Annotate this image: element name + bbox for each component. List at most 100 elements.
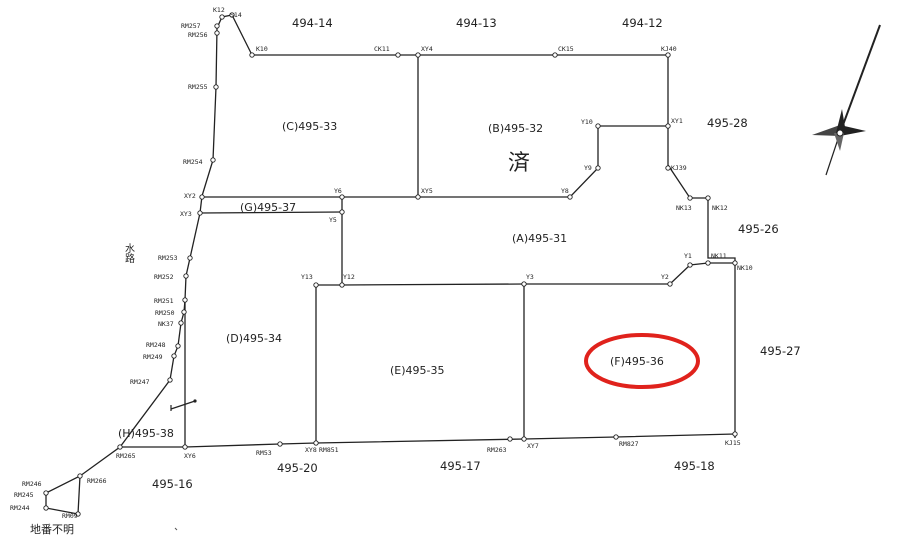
- label-k12: K12: [213, 6, 225, 14]
- point-y10: [595, 123, 601, 129]
- label-s14: S14: [230, 11, 242, 19]
- label-xy1: XY1: [671, 117, 683, 125]
- label-rm09: RM09: [62, 512, 78, 520]
- point-k10: [249, 52, 255, 58]
- point-y3: [521, 281, 527, 287]
- label-ck11: CK11: [374, 45, 390, 53]
- label-kj15: KJ15: [725, 439, 741, 447]
- point-y8: [567, 194, 573, 200]
- label-y5: Y5: [329, 216, 337, 224]
- neighbor-495-18: 495-18: [674, 459, 715, 473]
- point-rm266: [77, 473, 83, 479]
- boundary-left-upper: [201, 14, 253, 197]
- line-b-a: [418, 125, 668, 198]
- label-xy5: XY5: [421, 187, 433, 195]
- arrow-mark-icon: [170, 399, 197, 411]
- point-ck15: [552, 52, 558, 58]
- done-mark: 済: [508, 151, 530, 176]
- label-rm253: RM253: [158, 254, 178, 262]
- point-rm253: [187, 255, 193, 261]
- label-nk10: NK10: [737, 264, 753, 272]
- point-nk12: [705, 195, 711, 201]
- unknown-lot-label: 地番不明: [30, 523, 74, 536]
- label-nk12: NK12: [712, 204, 728, 212]
- point-y2: [667, 281, 673, 287]
- waterway-label: 水路: [123, 243, 135, 264]
- label-xy6: XY6: [184, 452, 196, 460]
- label-rm244: RM244: [10, 504, 30, 512]
- point-rm255: [213, 84, 219, 90]
- point-xy3: [197, 210, 203, 216]
- parcel-d-label: (D)495-34: [226, 332, 282, 345]
- label-y3: Y3: [526, 273, 534, 281]
- north-arrow-icon: [812, 24, 881, 176]
- point-s14: [229, 12, 235, 18]
- point-rm248: [175, 343, 181, 349]
- label-rm263: RM263: [487, 446, 507, 454]
- point-xy4: [415, 52, 421, 58]
- parcel-labels: (C)495-33 (B)495-32 (G)495-37 (A)495-31 …: [118, 120, 664, 440]
- label-rm251: RM251: [154, 297, 174, 305]
- label-ck15: CK15: [558, 45, 574, 53]
- label-nk13: NK13: [676, 204, 692, 212]
- point-rm247: [167, 377, 173, 383]
- point-nk10: [732, 260, 738, 266]
- point-rm251: [182, 297, 188, 303]
- point-rm250: [181, 309, 187, 315]
- boundary-bottom: [120, 433, 736, 448]
- point-k12: [219, 14, 225, 20]
- label-nk37: NK37: [158, 320, 174, 328]
- point-rm265: [117, 444, 123, 450]
- neighbor-494-14: 494-14: [292, 16, 333, 30]
- label-y12: Y12: [343, 273, 355, 281]
- parcel-c-label: (C)495-33: [282, 120, 337, 133]
- point-y9: [595, 165, 601, 171]
- boundary-right: [667, 55, 736, 438]
- label-xy7: XY7: [527, 442, 539, 450]
- point-xy5: [415, 194, 421, 200]
- label-y9: Y9: [584, 164, 592, 172]
- point-xy1: [665, 123, 671, 129]
- survey-points: [43, 12, 738, 517]
- point-rm244: [43, 505, 49, 511]
- label-nk11: NK11: [711, 252, 727, 260]
- parcel-f-highlight: [584, 333, 700, 389]
- label-rm53: RM53: [256, 449, 272, 457]
- point-rm252: [183, 273, 189, 279]
- point-y13: [313, 282, 319, 288]
- point-y6: [339, 194, 345, 200]
- point-rm53: [277, 441, 283, 447]
- label-rm257: RM257: [181, 22, 201, 30]
- label-rm265: RM265: [116, 452, 136, 460]
- point-rm827: [613, 434, 619, 440]
- label-rm254: RM254: [183, 158, 203, 166]
- neighbor-495-17: 495-17: [440, 459, 481, 473]
- neighbor-494-12: 494-12: [622, 16, 663, 30]
- label-rm256: RM256: [188, 31, 208, 39]
- point-xy2: [199, 194, 205, 200]
- point-y12: [339, 282, 345, 288]
- point-rm09: [75, 511, 81, 517]
- point-nk13: [687, 195, 693, 201]
- parcel-f-label: (F)495-36: [610, 355, 664, 368]
- label-xy8: XY8: [305, 446, 317, 454]
- point-y1: [687, 262, 693, 268]
- label-rm250: RM250: [155, 309, 175, 317]
- point-xy6: [182, 444, 188, 450]
- label-y1: Y1: [684, 252, 692, 260]
- neighbor-494-13: 494-13: [456, 16, 497, 30]
- point-xy8: [313, 440, 319, 446]
- parcel-g-label: (G)495-37: [240, 201, 296, 214]
- point-rm257: [214, 23, 220, 29]
- label-y8: Y8: [561, 187, 569, 195]
- point-rm254: [210, 157, 216, 163]
- parcel-b-label: (B)495-32: [488, 122, 543, 135]
- point-kj40: [665, 52, 671, 58]
- point-rm263: [507, 436, 513, 442]
- point-kj15: [732, 431, 738, 437]
- point-rm246: [43, 490, 49, 496]
- point-kj39: [665, 165, 671, 171]
- point-rm256: [214, 30, 220, 36]
- neighbor-495-27: 495-27: [760, 344, 801, 358]
